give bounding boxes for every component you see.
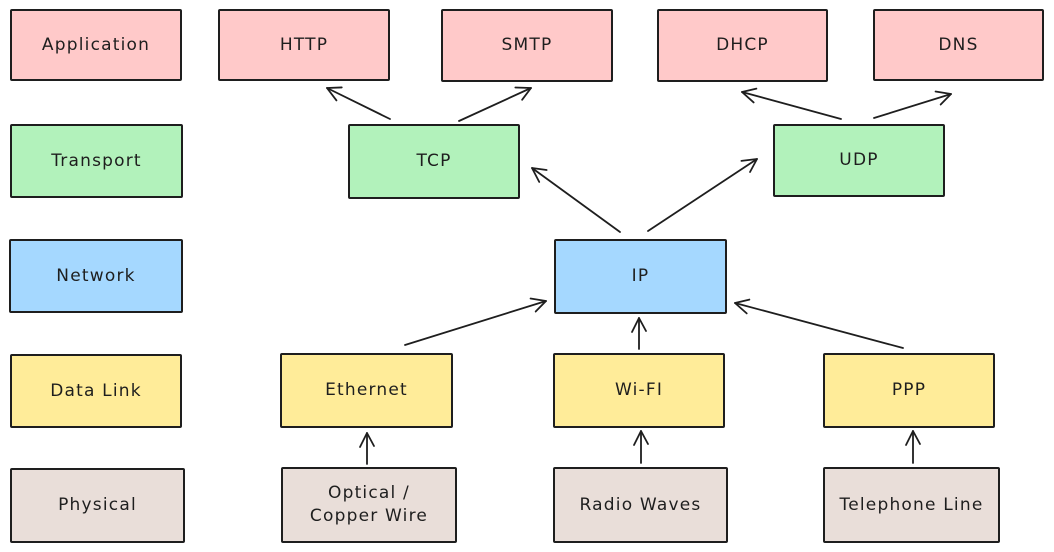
node-label: Application — [41, 34, 151, 55]
node-label: IP — [631, 266, 650, 287]
node-transport-layer: Transport — [10, 124, 183, 198]
node-label: SMTP — [501, 35, 553, 56]
node-label: HTTP — [279, 34, 329, 55]
node-label: UDP — [839, 150, 879, 171]
node-network-layer: Network — [9, 239, 183, 313]
node-udp: UDP — [773, 124, 945, 197]
node-physical-layer: Physical — [10, 468, 185, 543]
node-label: Physical — [58, 495, 137, 516]
node-label: DHCP — [716, 35, 769, 56]
node-radio-waves: Radio Waves — [553, 467, 728, 543]
arrow-ip-to-tcp — [531, 167, 621, 233]
node-label: Radio Waves — [579, 494, 702, 515]
node-dhcp: DHCP — [657, 9, 828, 82]
node-label: Network — [56, 265, 136, 286]
arrow-ethernet-to-ip — [404, 297, 547, 346]
node-http: HTTP — [218, 9, 390, 81]
node-label: Data Link — [50, 380, 142, 401]
arrow-udp-to-dns — [873, 90, 952, 119]
node-datalink-layer: Data Link — [10, 354, 182, 428]
node-dns: DNS — [873, 9, 1044, 81]
node-smtp: SMTP — [441, 9, 613, 82]
node-telephone-line: Telephone Line — [823, 467, 1000, 543]
arrow-tcp-to-smtp — [458, 86, 532, 122]
node-label: Ethernet — [325, 380, 408, 401]
arrow-ip-to-udp — [647, 158, 758, 232]
node-ip: IP — [554, 239, 727, 314]
node-label: TCP — [416, 151, 452, 172]
node-ethernet: Ethernet — [280, 353, 453, 428]
node-application-layer: Application — [10, 9, 182, 81]
node-wifi: Wi-FI — [553, 353, 725, 428]
node-label: Transport — [51, 150, 142, 171]
arrow-udp-to-dhcp — [741, 87, 842, 120]
node-tcp: TCP — [348, 124, 520, 199]
node-optical-copper-wire: Optical / Copper Wire — [281, 467, 457, 543]
node-label: PPP — [891, 380, 927, 401]
node-label: DNS — [938, 34, 979, 55]
node-ppp: PPP — [823, 353, 995, 428]
node-label: Optical / Copper Wire — [309, 483, 429, 526]
node-label: Wi-FI — [614, 380, 664, 401]
arrow-ppp-to-ip — [734, 298, 904, 349]
node-label: Telephone Line — [839, 494, 984, 515]
arrow-tcp-to-http — [326, 86, 391, 120]
